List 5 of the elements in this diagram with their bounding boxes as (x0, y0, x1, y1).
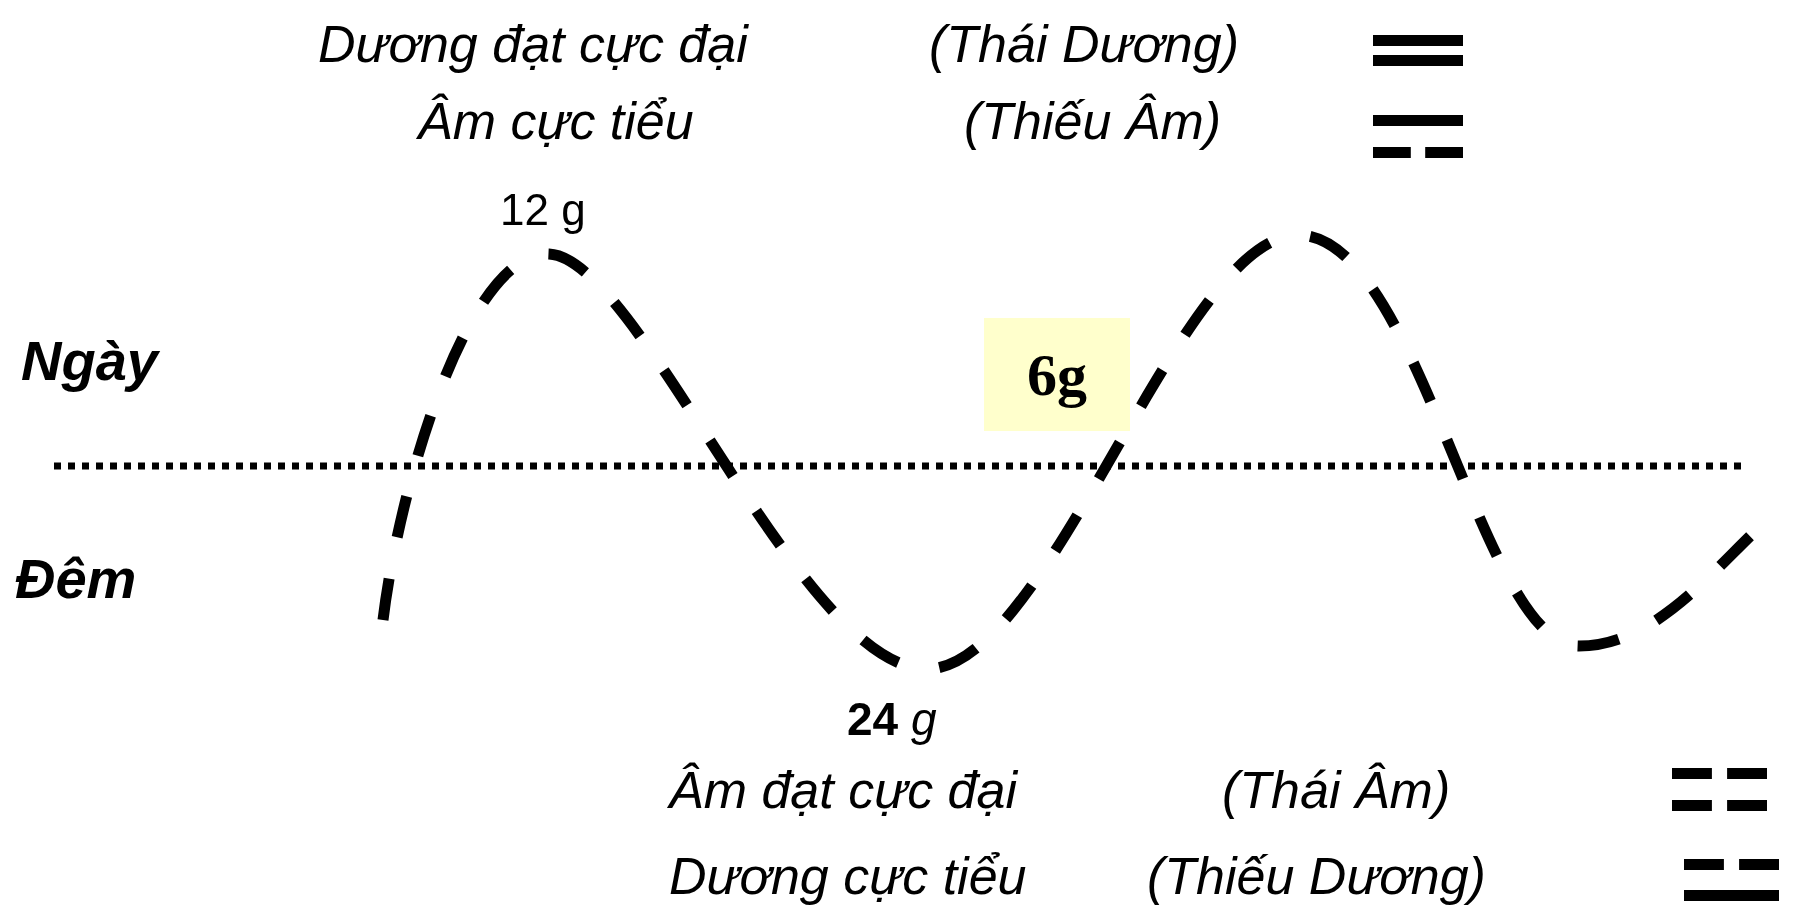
night-label: Đêm (15, 551, 137, 607)
state-label: Âm đạt cực đại (669, 764, 1017, 816)
highlight-box (984, 318, 1130, 431)
state-label: Âm cực tiểu (418, 95, 694, 147)
time-label: 12 g (500, 188, 586, 232)
